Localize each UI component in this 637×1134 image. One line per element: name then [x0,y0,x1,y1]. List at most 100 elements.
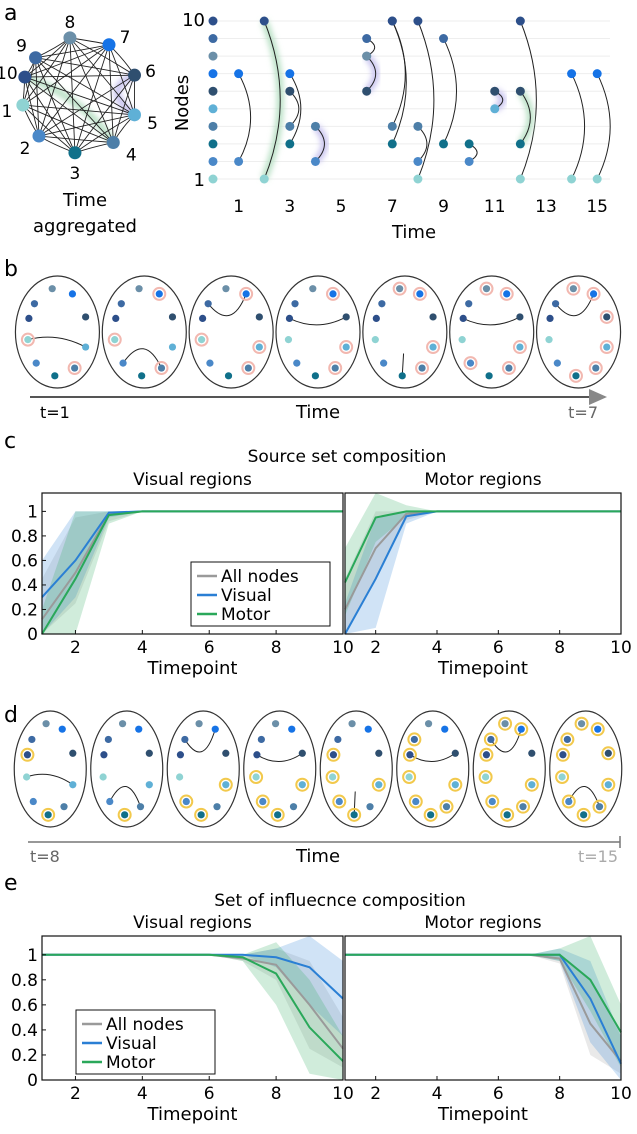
snapshot-node-ring [347,807,362,822]
snapshot-node [204,300,212,308]
x-tick-label: 2 [70,638,81,658]
snapshot-node-ring [560,732,575,747]
temporal-node [413,16,423,26]
snapshot-node-ring [415,361,430,376]
snapshot-node [25,314,33,323]
y-tick-label: 0.8 [11,971,38,991]
snapshot-oval [13,710,87,828]
legend-label: Motor [221,605,270,625]
snapshot-edge [409,752,456,763]
x-tick-label: 2 [370,638,381,658]
snapshot-node [255,313,263,321]
x-axis-label: Timepoint [437,1104,528,1125]
temporal-edge [519,90,531,145]
snapshot-node-ring [20,747,35,762]
snapshot-node [451,749,459,757]
aggregated-edge [38,74,135,137]
snapshot-edge [401,353,405,376]
snapshot-node [501,720,509,728]
snapshot-node [342,343,350,351]
snapshot-oval [396,710,470,828]
snapshot-node [289,803,298,811]
confidence-band [345,493,621,616]
temporal-ytick-bottom: 1 [194,170,205,191]
chart-c-title: Source set composition [248,447,447,467]
temporal-edge [443,38,457,145]
aggregated-node [16,98,30,112]
snapshot-node [482,751,491,759]
snapshot-node [311,372,319,380]
snapshot-node-ring [326,286,340,301]
snapshot-node [329,751,338,759]
snapshot-row-d [13,710,623,828]
snapshot-node [375,781,383,789]
snapshot-node [380,359,388,367]
snapshot-node [106,797,114,806]
snapshot-node-ring [255,794,270,809]
snapshot-node [364,725,372,733]
temporal-node [567,174,577,184]
x-tick-label: 8 [271,1084,282,1104]
snapshot-node [528,749,536,757]
aggregated-node-number: 7 [120,28,131,48]
x-tick-label: 6 [493,638,504,658]
snapshot-node [274,811,282,819]
snapshot-oval [243,710,317,828]
snapshot-node-ring [568,368,583,383]
snapshot-node-ring [500,807,515,822]
snapshot-oval [90,710,164,828]
snapshot-node [429,343,437,351]
plot-frame [344,492,622,635]
snapshot-node [285,314,294,323]
aggregated-edge [35,44,110,59]
snapshot-edge [256,752,303,763]
snapshot-node [44,811,52,819]
snapshot-node [558,773,566,781]
snapshot-node [112,314,120,323]
y-axis-label: Fraction in set [0,944,3,1071]
temporal-node [464,156,474,166]
temporal-xtick: 7 [387,197,398,217]
temporal-node [234,156,244,166]
legend-label: All nodes [221,567,299,587]
temporal-ylabel: Nodes [172,75,193,131]
snapshot-node-ring [194,807,209,822]
snapshot-node [197,811,205,819]
snapshot-node [244,364,252,372]
y-tick-label: 0 [27,1071,38,1091]
snapshot-node [604,781,612,789]
snapshot-node-ring [67,361,82,376]
snapshot-node [406,751,414,759]
snapshot-node [466,359,475,367]
snapshot-node [517,725,525,733]
aggregated-edge [38,114,135,137]
snapshot-node [32,359,40,367]
snapshot-node [213,803,221,811]
snapshot-node [334,735,342,744]
temporal-xtick: 13 [535,197,557,217]
snapshot-node [176,773,184,781]
aggregated-edge [24,76,135,116]
x-axis-label: Timepoint [437,658,528,679]
aggregated-caption-line2: aggregated [33,216,137,237]
snapshot-node-ring [483,732,498,747]
chart-panel-title: Visual regions [133,470,252,490]
snapshot-node [168,313,177,321]
aggregated-edge [74,74,135,154]
temporal-node [208,139,218,149]
aggregated-node-number: 2 [20,139,31,159]
snapshot-node [255,343,263,351]
snapshot-node [288,725,296,733]
snapshot-node [145,781,153,789]
aggregated-node [128,68,142,82]
snapshot-node [595,803,604,811]
y-tick-label: 0.4 [11,576,38,596]
temporal-node [362,86,372,96]
snapshot-oval [188,275,274,389]
temporal-xtick: 1 [233,197,244,217]
x-tick-label: 10 [610,638,632,658]
snapshot-node-ring [561,794,576,809]
snapshot-node-ring [439,799,454,814]
y-tick-label: 1 [27,946,38,966]
